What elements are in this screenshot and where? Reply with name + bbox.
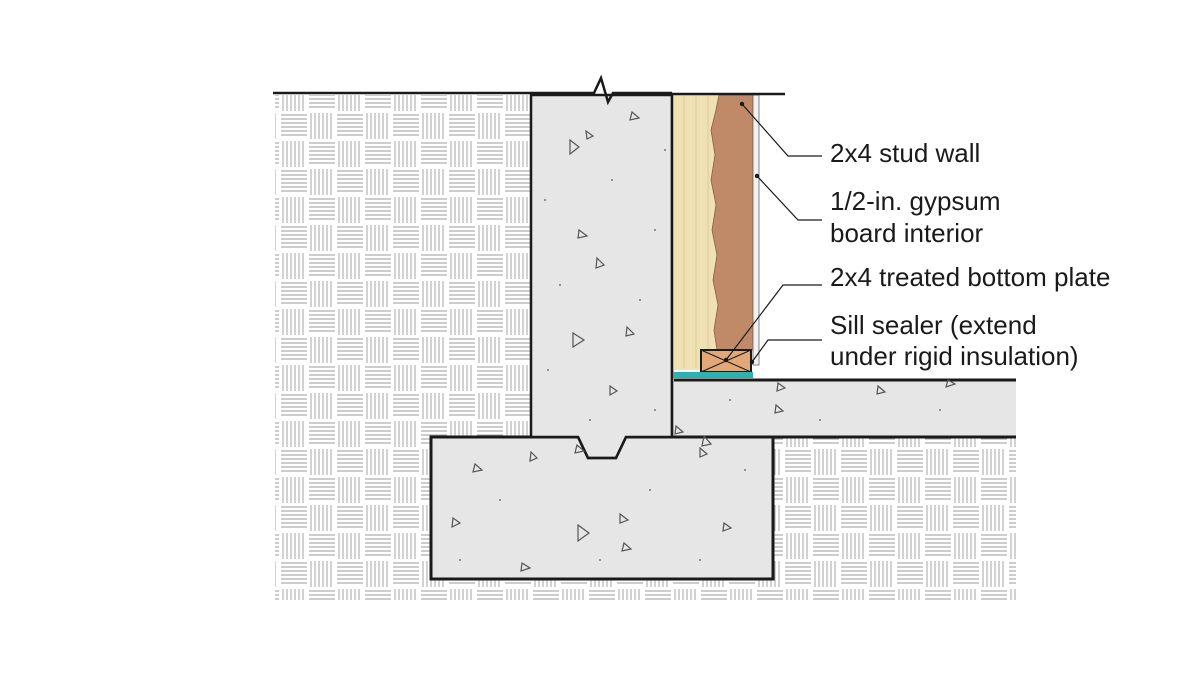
concrete-foundation-wall: [529, 93, 674, 460]
leader-lines: [725, 103, 822, 363]
concrete-aggregate-marks: [451, 110, 957, 572]
grade-line: [273, 74, 672, 106]
insulation-texture: [683, 96, 709, 368]
concrete-speckles: [459, 149, 941, 561]
label-sill-line1: Sill sealer (extend: [830, 310, 1037, 340]
label-sill-line2: under rigid insulation): [830, 341, 1079, 371]
label-bottom-plate: 2x4 treated bottom plate: [830, 262, 1110, 292]
concrete-footing: [429, 435, 775, 581]
leader-gypsum: [756, 175, 822, 221]
label-gypsum-line2: board interior: [830, 218, 984, 248]
leader-sill-sealer: [751, 339, 822, 363]
leader-dots: [723, 101, 760, 365]
leader-bottom-plate: [725, 284, 822, 361]
leader-stud-wall: [741, 103, 822, 157]
footing-keyway: [576, 436, 628, 460]
label-stud-wall: 2x4 stud wall: [830, 138, 980, 168]
concrete-slab: [674, 380, 1016, 437]
stud-wall: [710, 94, 754, 351]
label-gypsum-line1: 1/2-in. gypsum: [830, 186, 1001, 216]
gypsum-board: [752, 94, 760, 366]
sill-sealer: [673, 372, 753, 378]
